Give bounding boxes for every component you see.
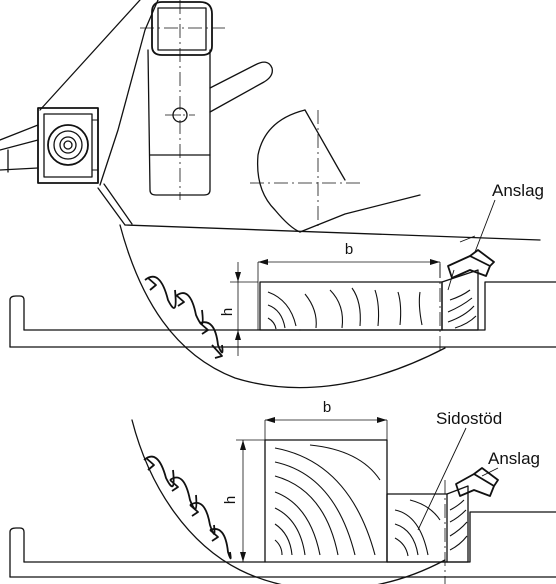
saw-teeth-bottom	[143, 455, 232, 560]
label-stop-bottom: Anslag	[488, 449, 540, 468]
table-top	[9, 281, 556, 348]
stop-block-top	[439, 199, 496, 352]
dimension-label-h-top: h	[219, 308, 236, 316]
lever-arm	[140, 0, 273, 200]
dimension-label-b-top: b	[345, 241, 353, 258]
workpiece-bottom	[264, 439, 388, 563]
clamp-cam	[250, 109, 421, 233]
saw-blade-arc	[119, 224, 446, 389]
side-support	[386, 427, 467, 563]
dimension-h-bottom	[236, 439, 265, 562]
dimension-h-top	[230, 262, 258, 356]
dimension-label-h-bottom: h	[222, 496, 239, 504]
saw-teeth-top	[144, 275, 224, 359]
dimension-label-b-bottom: b	[323, 399, 331, 416]
dimension-b-top	[257, 259, 441, 330]
dimension-b-bottom	[264, 417, 388, 440]
table-bottom	[9, 511, 556, 578]
label-side-support: Sidostöd	[436, 409, 502, 428]
workpiece-top	[259, 281, 443, 331]
saw-machine	[0, 0, 541, 241]
stop-block-bottom	[444, 467, 499, 584]
saw-blade-arc-lower	[131, 419, 446, 584]
motor-housing	[0, 107, 99, 184]
label-stop-top: Anslag	[492, 181, 544, 200]
